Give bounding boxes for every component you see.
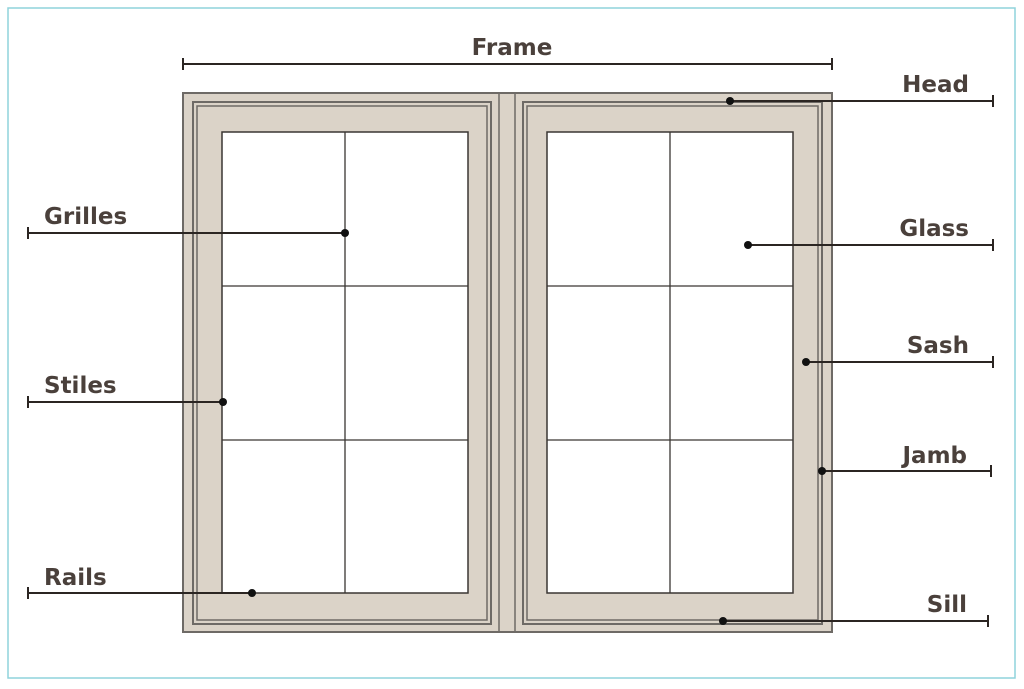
callout-sill: Sill xyxy=(719,592,989,627)
right-sash xyxy=(522,101,823,625)
outer-border xyxy=(7,7,1016,679)
svg-text:Sill: Sill xyxy=(927,592,967,618)
callout-frame: Frame xyxy=(182,35,833,70)
callout-head: Head xyxy=(726,72,994,107)
svg-text:Grilles: Grilles xyxy=(44,204,127,230)
callout-sash: Sash xyxy=(802,333,994,368)
callout-grilles: Grilles xyxy=(27,204,349,239)
svg-text:Jamb: Jamb xyxy=(900,443,967,469)
svg-text:Sash: Sash xyxy=(907,333,969,359)
svg-text:Stiles: Stiles xyxy=(44,373,117,399)
callout-stiles: Stiles xyxy=(27,373,227,408)
callout-rails: Rails xyxy=(27,565,256,599)
svg-text:Frame: Frame xyxy=(472,35,553,61)
callout-glass: Glass xyxy=(744,216,994,251)
callout-jamb: Jamb xyxy=(818,443,992,477)
left-sash xyxy=(192,101,492,625)
svg-text:Glass: Glass xyxy=(899,216,969,242)
svg-text:Head: Head xyxy=(902,72,969,98)
svg-text:Rails: Rails xyxy=(44,565,107,591)
